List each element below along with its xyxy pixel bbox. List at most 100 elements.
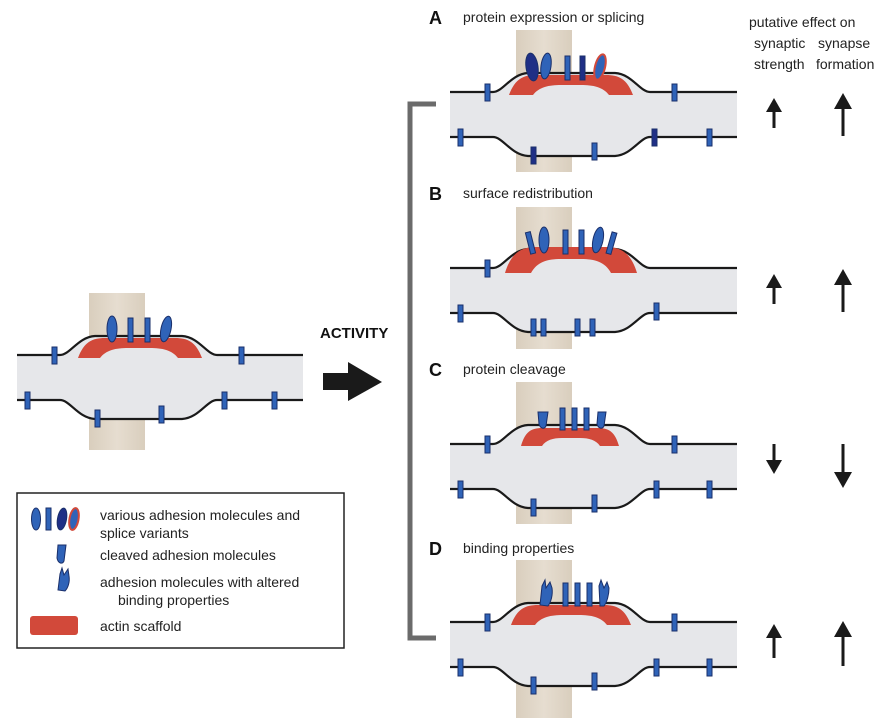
adhesion-molecule [583, 407, 590, 431]
legend-item-text: adhesion molecules with altered [100, 574, 299, 590]
legend-item-text: binding properties [118, 592, 229, 608]
arrow-synaptic-strength-up-icon [766, 98, 782, 128]
adhesion-molecule [238, 346, 245, 365]
actin-scaffold [78, 338, 202, 358]
legend-item-text: splice variants [100, 525, 189, 541]
adhesion-molecule [671, 83, 678, 102]
adhesion-molecule [589, 318, 596, 337]
header-col2-line1: synapse [818, 35, 870, 51]
actin-scaffold [511, 605, 631, 625]
altered-binding-molecule-icon [57, 566, 70, 592]
adhesion-molecule [158, 405, 165, 424]
adhesion-molecule [591, 142, 598, 161]
adhesion-molecule [586, 582, 593, 607]
activity-label: ACTIVITY [320, 325, 388, 342]
adhesion-molecule [591, 494, 598, 513]
postsynaptic-membrane [450, 665, 737, 688]
cleaved-adhesion-molecule [537, 411, 549, 429]
cleaved-adhesion-molecule-icon [56, 544, 67, 564]
adhesion-molecule [574, 582, 581, 607]
presynaptic-membrane [450, 71, 737, 94]
adhesion-molecule [653, 658, 660, 677]
adhesion-molecule [540, 52, 552, 80]
adhesion-molecule [24, 391, 31, 410]
panel-letter: B [429, 184, 442, 204]
legend-item-text: various adhesion molecules and [100, 507, 300, 523]
adhesion-molecule [578, 229, 585, 255]
panel-title: protein cleavage [463, 361, 566, 377]
baseline-synapse [17, 293, 303, 450]
header-col1-line2: strength [754, 56, 805, 72]
adhesion-molecule [144, 317, 151, 343]
adhesion-molecule [562, 582, 569, 607]
adhesion-molecule [564, 55, 571, 81]
adhesion-molecule [671, 435, 678, 454]
actin-scaffold-icon [30, 616, 78, 635]
postsynaptic-membrane [17, 398, 303, 421]
legend-item-text: actin scaffold [100, 618, 181, 634]
panel-title: binding properties [463, 540, 574, 556]
adhesion-molecule [605, 231, 618, 256]
adhesion-molecule-variant [525, 52, 539, 82]
adhesion-molecule [271, 391, 278, 410]
adhesion-molecule [706, 658, 713, 677]
adhesion-molecule [524, 230, 537, 255]
panel-title: surface redistribution [463, 185, 593, 201]
arrow-synaptic-strength-up-icon [766, 624, 782, 658]
header-line1: putative effect on [749, 14, 855, 30]
adhesion-molecule [591, 672, 598, 691]
postsynaptic-membrane [450, 487, 737, 510]
arrow-synapse-formation-up-icon [834, 269, 852, 312]
adhesion-molecule-variant [651, 128, 658, 147]
legend: various adhesion molecules and splice va… [16, 492, 345, 649]
panel-c: C protein cleavage [429, 360, 852, 524]
actin-scaffold [521, 428, 619, 446]
adhesion-molecule [540, 318, 547, 337]
legend-item-text: cleaved adhesion molecules [100, 547, 276, 563]
adhesion-molecule [457, 480, 464, 499]
panel-a: A protein expression or splicing [429, 8, 852, 172]
adhesion-molecule [574, 318, 581, 337]
adhesion-molecule [484, 613, 491, 632]
adhesion-molecule [559, 407, 566, 431]
altered-binding-adhesion-molecule [598, 578, 610, 607]
panel-letter: D [429, 539, 442, 559]
adhesion-molecule [457, 304, 464, 323]
adhesion-molecule-variants-icon [31, 507, 80, 531]
adhesion-molecule [94, 409, 101, 428]
actin-scaffold [505, 247, 637, 273]
header-col1-line1: synaptic [754, 35, 805, 51]
adhesion-molecule [562, 229, 569, 255]
adhesion-molecule [591, 226, 605, 254]
adhesion-molecule [653, 302, 660, 321]
presynaptic-membrane [17, 334, 303, 357]
panel-title: protein expression or splicing [463, 9, 644, 25]
effect-header: putative effect on synaptic strength syn… [749, 14, 874, 72]
cleaved-adhesion-molecule [596, 411, 607, 429]
adhesion-molecule [530, 498, 537, 517]
activity-arrow-icon [323, 362, 382, 401]
postsynaptic-membrane [450, 311, 737, 334]
adhesion-molecule [221, 391, 228, 410]
adhesion-molecule [530, 676, 537, 695]
altered-binding-adhesion-molecule [539, 578, 553, 607]
adhesion-molecule [671, 613, 678, 632]
presynaptic-membrane [450, 601, 737, 624]
postsynaptic-membrane [450, 135, 737, 158]
adhesion-molecule [159, 315, 173, 343]
adhesion-molecule [706, 480, 713, 499]
adhesion-molecule [484, 83, 491, 102]
adhesion-molecule [484, 259, 491, 278]
arrow-synaptic-strength-down-icon [766, 444, 782, 474]
adhesion-molecule [457, 128, 464, 147]
adhesion-molecule [538, 226, 550, 254]
adhesion-molecule-variant [579, 55, 586, 81]
adhesion-molecule [571, 407, 578, 431]
adhesion-molecule [484, 435, 491, 454]
arrow-synapse-formation-down-icon [834, 444, 852, 488]
adhesion-molecule-variant [593, 53, 607, 81]
panel-d: D binding properties [429, 539, 852, 718]
adhesion-molecule-variant [530, 146, 537, 165]
adhesion-molecule [106, 315, 118, 343]
